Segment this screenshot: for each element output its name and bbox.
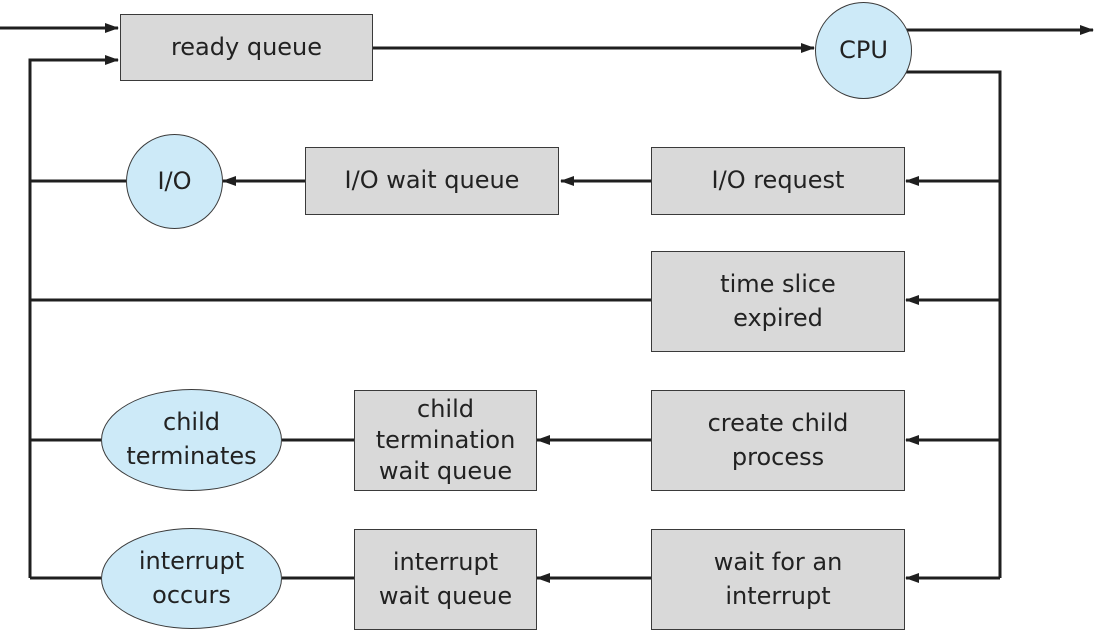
ready-queue-box: ready queue	[120, 14, 373, 81]
child-termination-wait-queue-box: child termination wait queue	[354, 390, 537, 491]
ready-queue-label: ready queue	[170, 32, 323, 61]
interrupt-wait-queue-box: interrupt wait queue	[354, 529, 537, 630]
child-terminates-node: child terminates	[101, 389, 282, 491]
io-label: I/O	[157, 166, 192, 195]
child-terminates-label-line-2: terminates	[126, 442, 257, 470]
create-child-process-label-line-2: process	[731, 442, 825, 471]
cpu-label: CPU	[839, 35, 888, 64]
child-terminates-label-line-1: child	[163, 408, 220, 437]
time-slice-expired-box: time slice expired	[651, 251, 905, 352]
time-slice-expired-label-line-1: time slice	[720, 269, 836, 298]
create-child-process-box: create child process	[651, 390, 905, 491]
interrupt-occurs-label-line-2: occurs	[152, 580, 231, 609]
io-wait-queue-box: I/O wait queue	[305, 147, 559, 215]
io-wait-queue-label: I/O wait queue	[344, 166, 520, 195]
interrupt-wait-queue-label-line-1: interrupt	[392, 547, 499, 576]
wait-for-an-interrupt-label-line-1: wait for an	[713, 547, 843, 576]
io-node: I/O	[126, 134, 223, 229]
create-child-process-label-line-1: create child	[707, 408, 849, 437]
cpu-node: CPU	[815, 2, 912, 99]
wait-for-an-interrupt-label-line-2: interrupt	[725, 581, 831, 610]
child-termination-wait-queue-label-line-3: wait queue	[378, 457, 513, 486]
io-request-label: I/O request	[711, 166, 845, 195]
child-termination-wait-queue-label-line-1: child	[417, 394, 474, 423]
cpu-dispatch-bus	[905, 70, 1002, 578]
interrupt-occurs-node: interrupt occurs	[101, 528, 282, 629]
time-slice-expired-label-line-2: expired	[733, 303, 823, 332]
io-request-box: I/O request	[651, 147, 905, 215]
wait-for-an-interrupt-box: wait for an interrupt	[651, 529, 905, 630]
child-termination-wait-queue-label-line-2: termination	[375, 425, 516, 454]
interrupt-wait-queue-label-line-2: wait queue	[378, 581, 513, 610]
interrupt-occurs-label-line-1: interrupt	[138, 546, 245, 575]
return-bus	[28, 55, 119, 578]
